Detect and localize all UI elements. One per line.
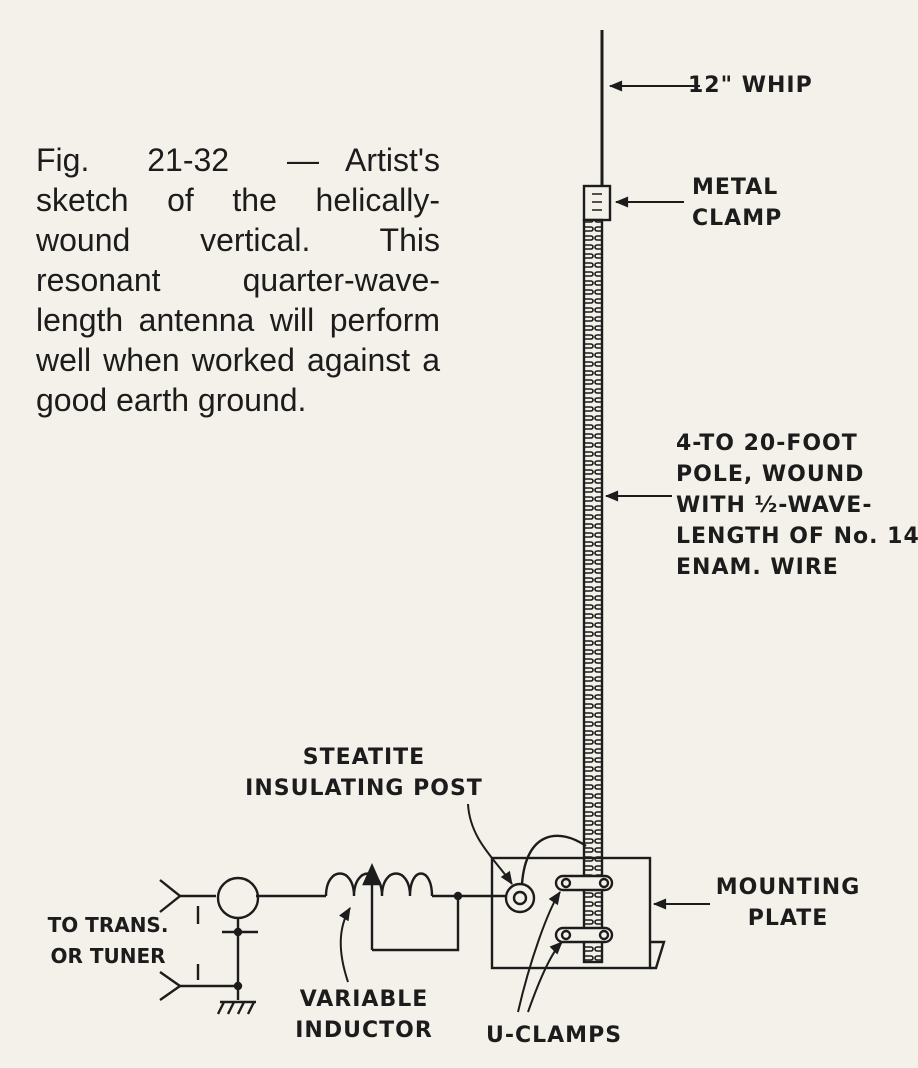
helical-pole bbox=[582, 218, 604, 964]
u-clamp-lower bbox=[554, 926, 614, 944]
label-u-clamps: U-CLAMPS bbox=[486, 1023, 623, 1048]
meter-circle bbox=[216, 876, 260, 920]
steatite-post-shape bbox=[504, 882, 536, 914]
figure-caption: Fig. 21-32 —Artist's sketch of the helic… bbox=[36, 140, 440, 420]
figure-number: Fig. 21-32 — bbox=[36, 142, 319, 178]
label-metal-clamp: METAL CLAMP bbox=[692, 175, 783, 231]
label-pole: 4-TO 20-FOOT POLE, WOUND WITH ½-WAVE- LE… bbox=[676, 431, 918, 580]
variable-inductor-shape bbox=[324, 872, 434, 897]
label-whip: 12" WHIP bbox=[688, 73, 813, 98]
ground-symbol bbox=[216, 1000, 256, 1015]
metal-clamp-shape bbox=[582, 184, 612, 222]
label-to-trans: TO TRANS. OR TUNER bbox=[47, 913, 169, 968]
mounting-plate-shape bbox=[490, 856, 652, 970]
label-variable-inductor: VARIABLE INDUCTOR bbox=[295, 987, 433, 1043]
u-clamp-upper bbox=[554, 874, 614, 892]
label-steatite-post: STEATITE INSULATING POST bbox=[245, 745, 483, 801]
caption-text: Artist's sketch of the helically-wound v… bbox=[36, 142, 440, 418]
label-mounting-plate: MOUNTING PLATE bbox=[715, 875, 861, 931]
